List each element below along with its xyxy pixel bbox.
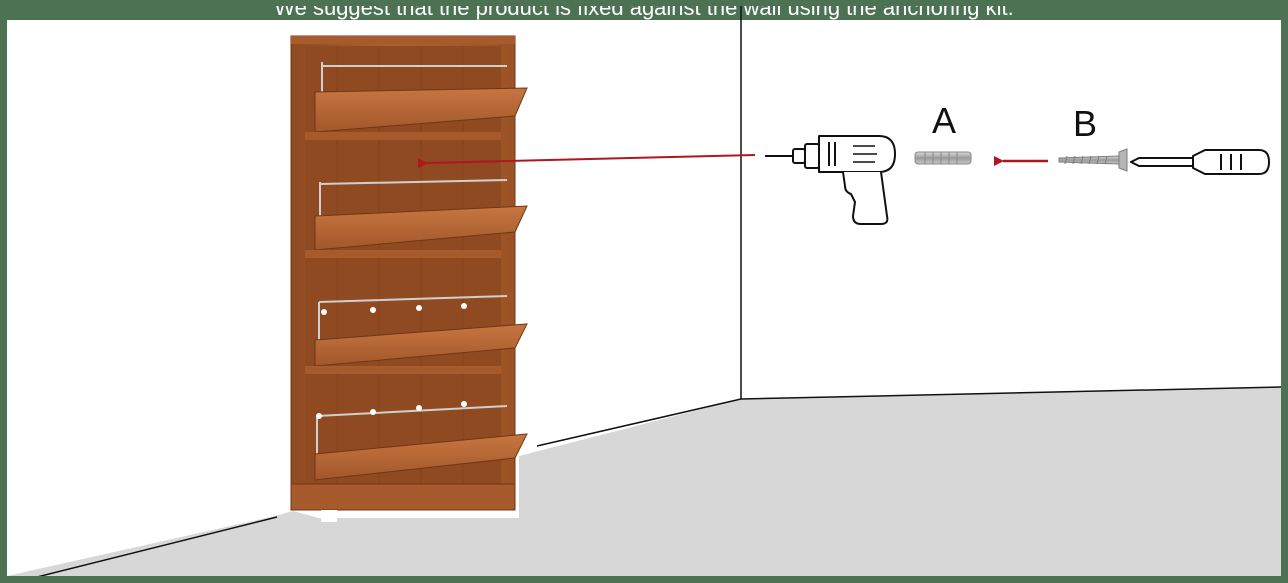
- room: [7, 6, 1281, 583]
- dowel-label: A: [932, 103, 956, 139]
- screw-icon: [1059, 149, 1127, 171]
- drill-icon: [765, 136, 895, 224]
- wall-plug-icon: [915, 152, 971, 164]
- screw-label: B: [1073, 106, 1097, 142]
- screwdriver-icon: [1131, 150, 1269, 174]
- floor: [7, 387, 1281, 583]
- assembly-scene: [7, 6, 1281, 583]
- shoe-cabinet: [291, 36, 527, 522]
